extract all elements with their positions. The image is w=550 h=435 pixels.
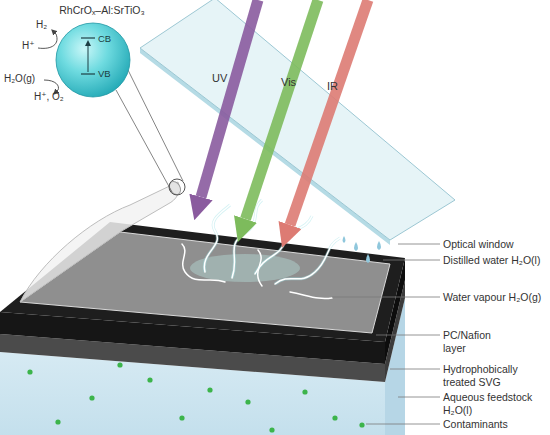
particle-name: RhCrOₓ–Al:SrTiO₃ <box>38 4 166 17</box>
vapour-wisp <box>204 205 230 272</box>
leader-line <box>383 260 440 261</box>
ir-arrow <box>290 0 368 225</box>
particle-sphere <box>56 23 130 97</box>
contaminant-dot <box>179 415 184 420</box>
part-label: Aqueous feedstock H₂O(l) <box>443 391 548 417</box>
species-label: H⁺ <box>22 39 46 52</box>
contaminant-dot <box>117 362 122 367</box>
contaminant-dot <box>269 427 274 432</box>
particle-outline <box>52 4 152 104</box>
part-label: Water vapour H₂O(g) <box>443 291 543 304</box>
vapour-wisp <box>255 216 312 274</box>
nafion-curl <box>20 182 179 302</box>
leader-line <box>398 244 440 245</box>
part-label: Optical window <box>443 238 547 251</box>
part-label: PC/Nafion layer <box>443 329 503 355</box>
contaminant-dot <box>332 415 337 420</box>
light-label: UV <box>212 72 242 85</box>
leader-line <box>366 424 440 425</box>
water-droplet <box>366 254 370 263</box>
vapour-wisp <box>290 292 332 299</box>
contaminant-dot <box>89 395 94 400</box>
zoom-circle <box>169 179 185 195</box>
arrow-head <box>85 40 91 46</box>
valence-band <box>81 73 95 74</box>
band-label: CB <box>98 32 122 45</box>
species-label: H₂O(g) <box>4 72 48 85</box>
vapour-wisp <box>255 216 312 274</box>
light-label: IR <box>327 80 357 93</box>
contaminant-dot <box>55 419 60 424</box>
contaminant-dot <box>147 377 152 382</box>
water-droplet <box>377 241 381 250</box>
leader-line <box>398 397 440 398</box>
uv-arrow <box>201 0 258 197</box>
part-label: Distilled water H₂O(l) <box>443 254 543 267</box>
zoom-line <box>128 70 183 181</box>
leader-line <box>376 335 440 336</box>
band-label: VB <box>98 67 122 80</box>
vapour-wisp <box>275 238 340 284</box>
vapour-wisp <box>182 244 225 282</box>
contaminant-dot <box>27 369 32 374</box>
absorber-top <box>0 222 405 342</box>
vapour-wisp <box>204 205 230 272</box>
leader-line <box>390 369 440 370</box>
vapour-wisp <box>258 250 262 286</box>
water-droplet <box>343 236 346 243</box>
vapour-glow <box>204 200 340 284</box>
part-label: Contaminants <box>443 418 547 431</box>
conduction-band <box>81 37 95 38</box>
part-label: Hydrophobically treated SVG <box>443 363 538 389</box>
leader-line <box>332 297 440 298</box>
contaminant-dot <box>302 389 307 394</box>
species-label: H⁺, O₂ <box>34 90 84 103</box>
leaders <box>332 244 440 424</box>
excitation-arrow <box>88 46 89 72</box>
contaminant-dot <box>207 387 212 392</box>
species-label: H₂ <box>36 18 60 31</box>
reaction-arrow <box>38 30 57 48</box>
photocatalyst-particle: RhCrOₓ–Al:SrTiO₃CBVB <box>52 4 152 104</box>
contaminant-dot <box>245 399 250 404</box>
contaminant-dot <box>359 422 364 427</box>
optical-window <box>140 0 455 240</box>
water-droplet <box>354 242 358 251</box>
vapour <box>182 200 340 299</box>
light-label: Vis <box>281 76 311 89</box>
vapour-wisp <box>275 238 340 284</box>
